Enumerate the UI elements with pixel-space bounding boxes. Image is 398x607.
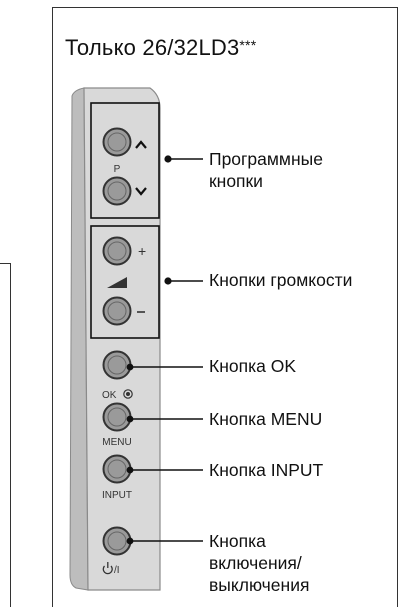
- leader-program: [164, 155, 203, 163]
- power-button[interactable]: [102, 526, 132, 556]
- leader-volume: [164, 277, 203, 285]
- callout-volume-buttons: Кнопки громкости: [209, 270, 353, 290]
- margin-tick-upper: [0, 263, 11, 264]
- chevron-down-icon: [135, 187, 147, 196]
- panel-side-shadow: [69, 87, 89, 591]
- program-down-button[interactable]: [102, 176, 132, 206]
- callout-menu-button: Кнопка MENU: [209, 409, 323, 429]
- program-buttons-frame: [90, 102, 160, 219]
- callout-input-button: Кнопка INPUT: [209, 460, 324, 480]
- leader-power: [126, 537, 203, 545]
- ok-button-text: OK: [102, 390, 117, 401]
- input-button[interactable]: [102, 454, 132, 484]
- program-up-button[interactable]: [102, 127, 132, 157]
- volume-buttons-frame: [90, 225, 160, 339]
- power-button-text: /I: [114, 565, 120, 576]
- page-title: Только 26/32LD3***: [65, 35, 257, 60]
- volume-down-button[interactable]: [102, 296, 132, 326]
- leader-menu: [126, 415, 203, 423]
- chevron-up-icon: [135, 140, 147, 149]
- program-letter: P: [114, 164, 121, 175]
- menu-button-text: MENU: [102, 437, 131, 448]
- volume-up-button[interactable]: [102, 236, 132, 266]
- title-suffix: ***: [239, 37, 257, 53]
- ok-dot-icon: [123, 389, 133, 399]
- page-border-top: [52, 7, 398, 8]
- plus-icon: +: [138, 243, 146, 259]
- power-icon: [102, 562, 113, 575]
- ok-button[interactable]: [102, 350, 132, 380]
- page-border-left: [52, 7, 53, 607]
- panel-body: [83, 87, 161, 591]
- callout-program-buttons: Программные кнопки: [209, 149, 323, 191]
- leader-input: [126, 466, 203, 474]
- margin-tick-lower: [10, 263, 11, 607]
- menu-button[interactable]: [102, 402, 132, 432]
- leader-ok: [126, 363, 203, 371]
- callout-ok-button: Кнопка OK: [209, 356, 296, 376]
- input-button-text: INPUT: [102, 490, 132, 501]
- callout-power-button: Кнопка включения/ выключения: [209, 531, 310, 595]
- volume-wedge-icon: [107, 277, 127, 288]
